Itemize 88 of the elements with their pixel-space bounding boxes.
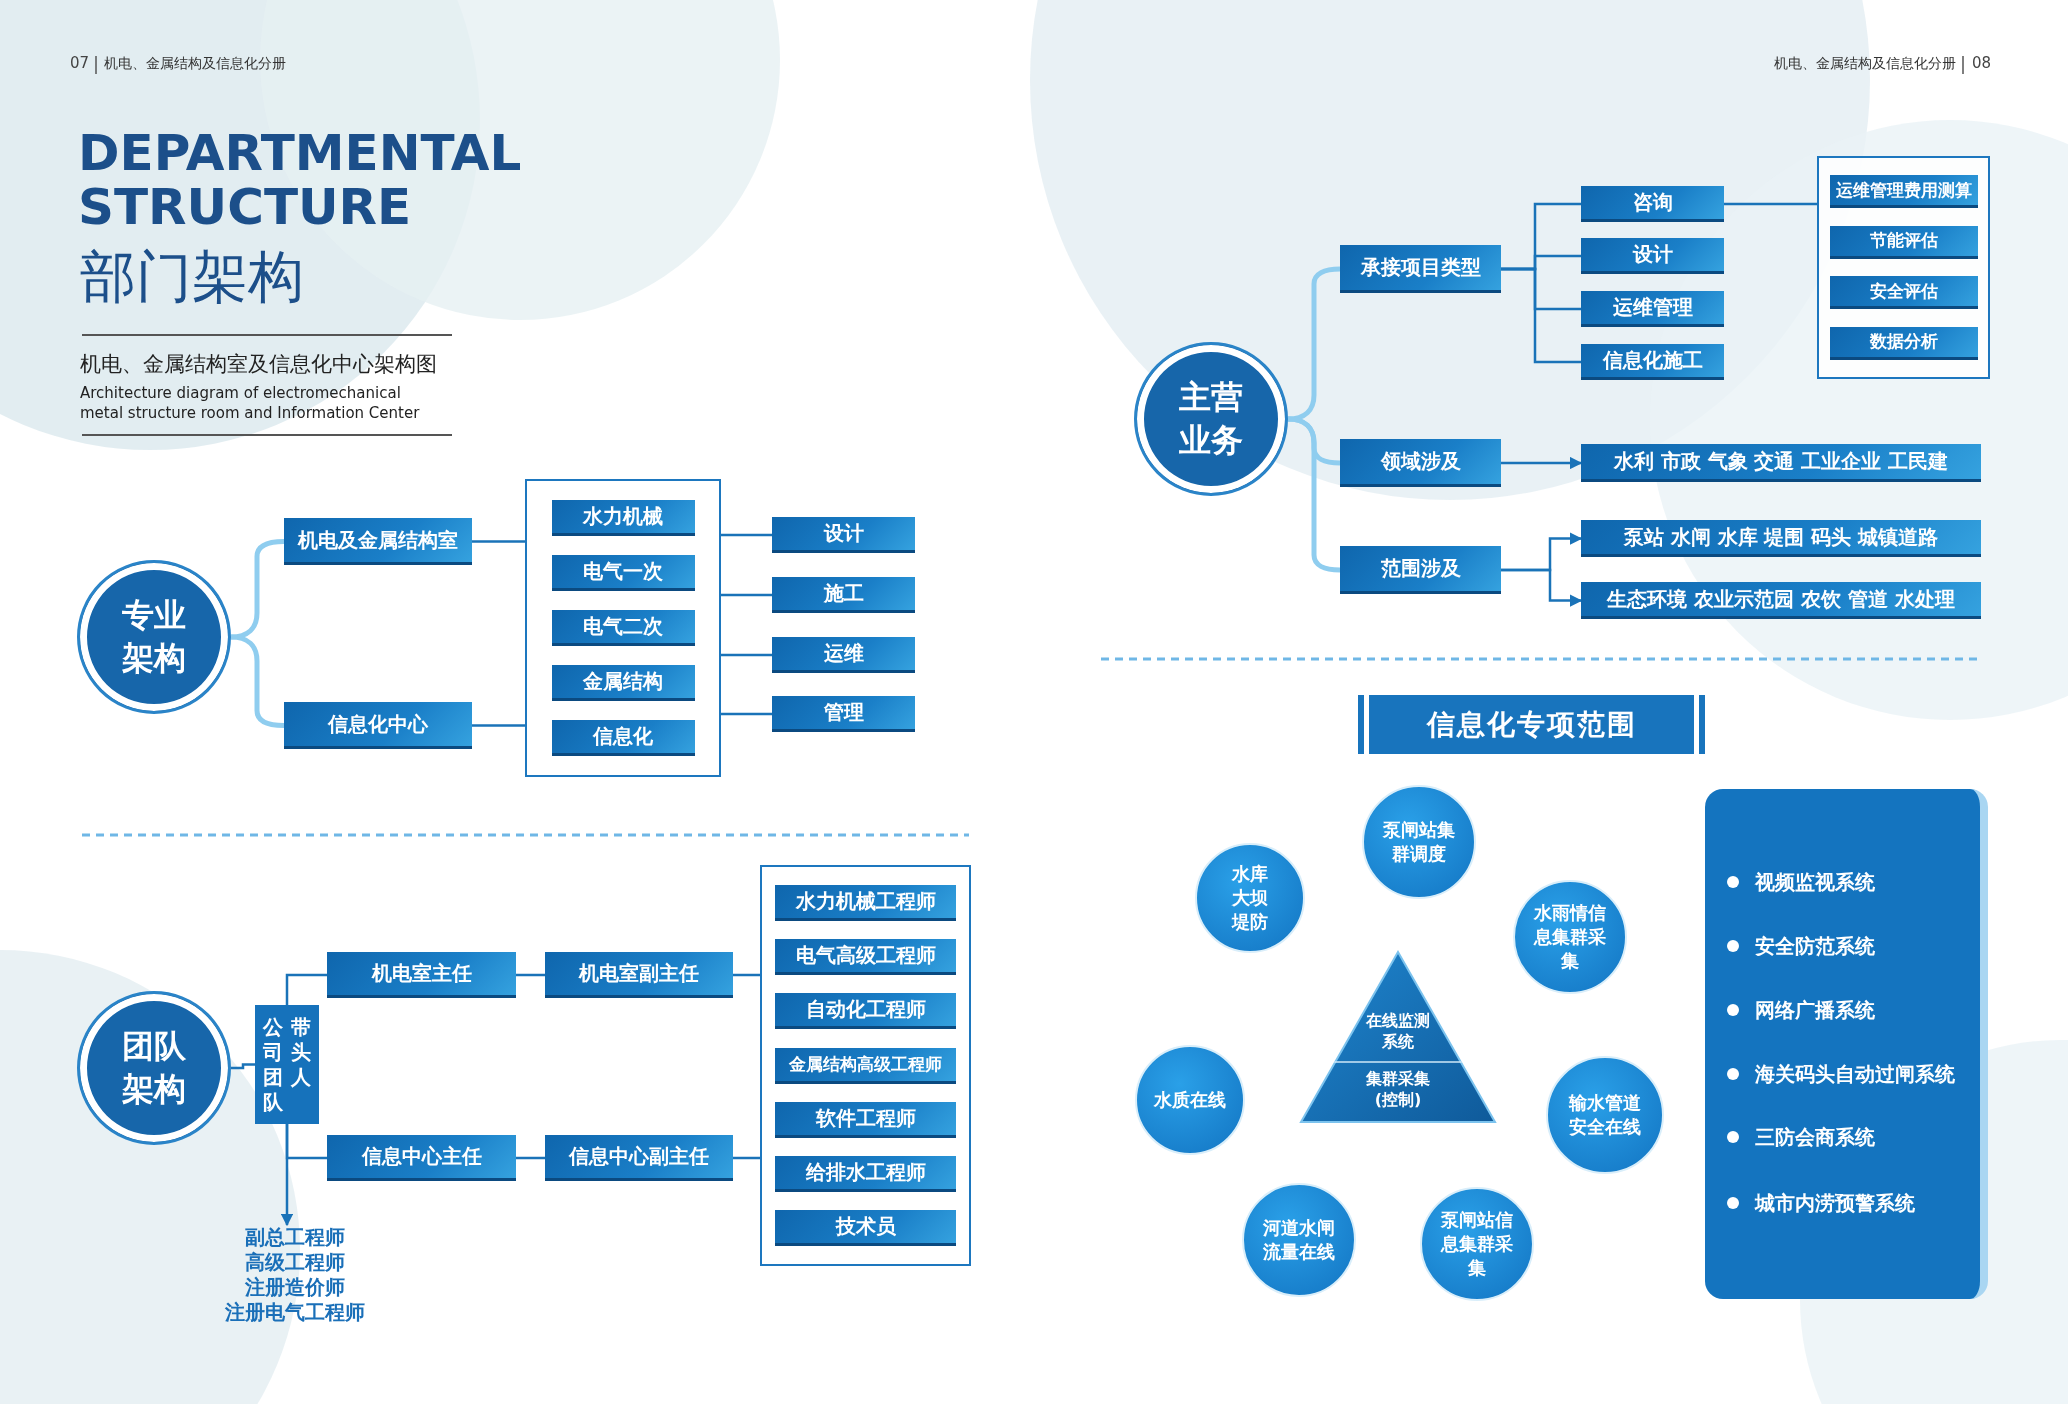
arrow — [1501, 568, 1583, 607]
subheading: Architecture diagram of electromechanical metal structure room and Information Center — [80, 383, 420, 423]
list-item: 海关码头自动过闸系统 — [1755, 1061, 1955, 1088]
vertical-label: 带头人 — [290, 1015, 312, 1090]
label-box: 范围涉及 — [1340, 546, 1501, 594]
heading: 部门架构 — [80, 243, 304, 311]
label-box: 自动化工程师 — [775, 993, 956, 1030]
connector-line — [231, 1063, 255, 1070]
label-box: 生态环境 农业示范园 农饮 管道 水处理 — [1581, 582, 1981, 619]
label-box: 运维管理 — [1581, 291, 1724, 327]
label-box: 水力机械 — [551, 500, 695, 536]
topic-circle: 水质在线 — [1135, 1045, 1245, 1155]
label-box: 泵站 水闸 水库 堤围 码头 城镇道路 — [1581, 520, 1981, 557]
list-item: 网络广播系统 — [1755, 997, 1875, 1024]
label-box: 水力机械工程师 — [775, 885, 956, 922]
page-number: 08 — [1972, 54, 1992, 72]
label-box: 信息中心主任 — [327, 1135, 516, 1181]
connector-line — [516, 973, 545, 977]
label-box: 电气高级工程师 — [775, 939, 956, 976]
running-header: 机电、金属结构及信息化分册 — [1774, 55, 1956, 73]
list-item: 三防会商系统 — [1755, 1124, 1875, 1151]
label-box: 给排水工程师 — [775, 1155, 956, 1192]
connector-line — [721, 653, 772, 657]
label-box: 机电室副主任 — [545, 952, 733, 998]
topic-circle: 泵闸站集群调度 — [1362, 785, 1476, 899]
arrow — [280, 1124, 294, 1227]
label-box: 信息中心副主任 — [545, 1135, 733, 1181]
label-box: 管理 — [772, 696, 915, 732]
label-box: 施工 — [772, 577, 915, 613]
label-box: 电气二次 — [551, 610, 695, 646]
topic-circle: 水库大坝堤防 — [1195, 843, 1305, 953]
label-box: 信息化施工 — [1581, 344, 1724, 380]
pyramid-shape — [1299, 950, 1497, 1124]
connector-line — [721, 712, 772, 716]
label-box: 承接项目类型 — [1340, 245, 1501, 293]
connector-line — [472, 540, 525, 543]
label-box: 节能评估 — [1829, 225, 1978, 259]
subheading: 机电、金属结构室及信息化中心架构图 — [80, 351, 437, 378]
heading-circle: 专业架构 — [77, 560, 231, 714]
topic-circle: 河道水闸流量在线 — [1242, 1183, 1356, 1297]
label-box: 信息化中心 — [284, 702, 472, 749]
group-frame — [525, 479, 721, 777]
label-box: 领域涉及 — [1340, 439, 1501, 487]
connector-line — [516, 1156, 545, 1160]
text-list: 副总工程师 高级工程师 注册造价师 注册电气工程师 — [200, 1225, 390, 1330]
label-box: 电气一次 — [551, 555, 695, 591]
label-box — [255, 1005, 319, 1124]
label-box: 信息化 — [551, 720, 695, 756]
label-box: 金属结构高级工程师 — [775, 1047, 956, 1084]
group-frame — [760, 865, 971, 1266]
label-box: 运维 — [772, 637, 915, 673]
connector-line — [285, 973, 327, 1005]
arrow — [1501, 456, 1583, 470]
connector-line — [733, 1156, 760, 1160]
label-box: 安全评估 — [1829, 276, 1978, 310]
label-box: 水利 市政 气象 交通 工业企业 工民建 — [1581, 444, 1981, 482]
connector-line — [1724, 202, 1817, 206]
title: DEPARTMENTAL STRUCTURE — [78, 126, 523, 234]
label-box: 设计 — [1581, 238, 1724, 274]
connector-line — [472, 724, 525, 727]
connector-line — [1501, 267, 1581, 364]
label-box: 运维管理费用测算 — [1829, 175, 1978, 209]
pyramid-label: 在线监测系统 — [1365, 1010, 1431, 1052]
label-box: 金属结构 — [551, 665, 695, 701]
topic-circle: 水雨情信息集群采集 — [1513, 880, 1627, 994]
list-panel — [1705, 789, 1988, 1299]
connector-line — [721, 533, 772, 537]
topic-circle: 输水管道安全在线 — [1546, 1056, 1664, 1174]
running-header: 机电、金属结构及信息化分册 — [104, 55, 286, 73]
label-box: 机电及金属结构室 — [284, 518, 472, 565]
list-item: 视频监视系统 — [1755, 869, 1875, 896]
pyramid-label: 集群采集(控制) — [1365, 1068, 1431, 1110]
list-item: 城市内涝预警系统 — [1755, 1190, 1915, 1217]
label-box: 咨询 — [1581, 186, 1724, 222]
vertical-label: 公司团队 — [262, 1015, 284, 1115]
group-frame — [1817, 156, 1990, 379]
topic-circle: 泵闸站信息集群采集 — [1420, 1187, 1534, 1301]
page-number: 07 — [70, 54, 90, 72]
label-box: 机电室主任 — [327, 952, 516, 998]
connector-line — [733, 973, 760, 977]
label-box: 设计 — [772, 517, 915, 553]
label-box: 软件工程师 — [775, 1101, 956, 1138]
label-box: 技术员 — [775, 1209, 956, 1246]
label-box: 数据分析 — [1829, 326, 1978, 360]
connector-line — [721, 593, 772, 597]
list-item: 安全防范系统 — [1755, 933, 1875, 960]
heading-circle: 主营业务 — [1134, 342, 1288, 496]
section-banner: 信息化专项范围 — [1358, 695, 1705, 754]
